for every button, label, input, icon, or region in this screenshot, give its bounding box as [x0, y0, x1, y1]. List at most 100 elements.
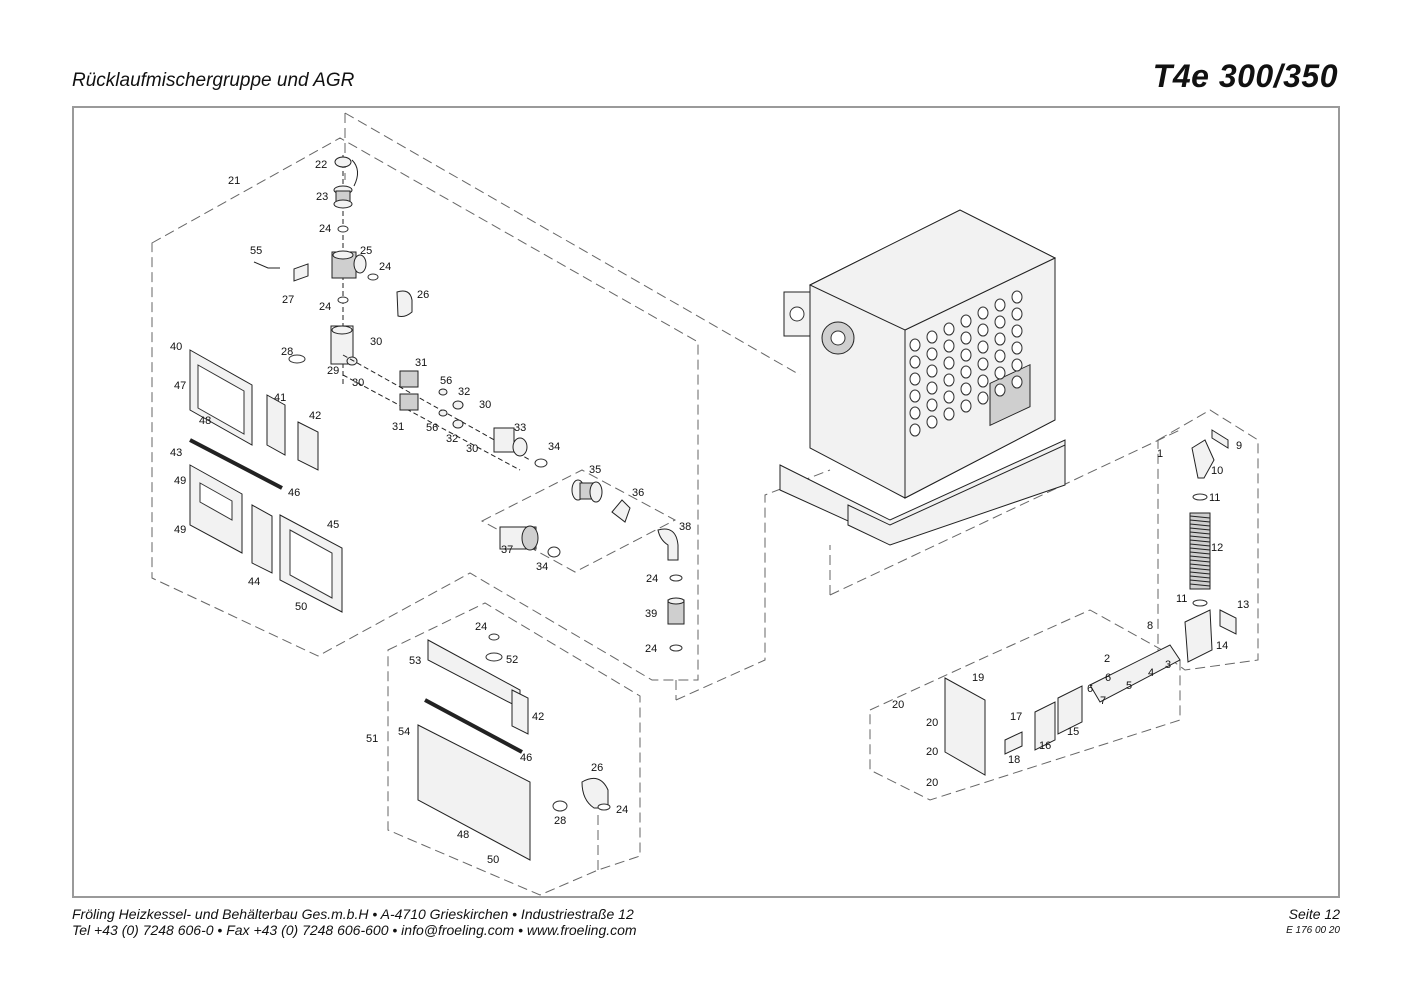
item-label: 40 — [170, 341, 182, 353]
item-label: 30 — [479, 399, 491, 411]
boiler-hole — [943, 322, 955, 336]
item-label: 24 — [475, 621, 487, 633]
boiler-hole — [977, 340, 989, 354]
bellows-fold — [1189, 547, 1211, 551]
boiler-hole — [994, 383, 1006, 397]
item-label: 4 — [1148, 667, 1154, 679]
item-label: 28 — [281, 346, 293, 358]
boiler-hole — [1011, 307, 1023, 321]
page-subtitle: Rücklaufmischergruppe und AGR — [72, 70, 355, 91]
boiler-hole — [960, 365, 972, 379]
item-label: 42 — [309, 410, 321, 422]
item-label: 19 — [972, 672, 984, 684]
item-label: 46 — [520, 752, 532, 764]
item-label: 49 — [174, 524, 186, 536]
item-label: 7 — [1100, 695, 1106, 707]
boiler-body — [779, 209, 1066, 546]
item-label: 34 — [536, 561, 548, 573]
item-label: 18 — [1008, 754, 1020, 766]
bellows-fold — [1189, 523, 1211, 527]
item-label: 29 — [327, 365, 339, 377]
bellows-fold — [1189, 531, 1211, 535]
item-label: 1 — [1157, 448, 1163, 460]
bellows-fold — [1189, 571, 1211, 575]
assembly-outlines — [151, 112, 1259, 896]
item-label: 20 — [926, 717, 938, 729]
item-label: 32 — [458, 386, 470, 398]
item-label: 38 — [679, 521, 691, 533]
item-label: 25 — [360, 245, 372, 257]
return-mixer-pipe-group — [253, 155, 685, 652]
bellows-fold — [1189, 535, 1211, 539]
item-label: 24 — [379, 261, 391, 273]
boiler-perforation — [909, 290, 1023, 437]
bellows-fold — [1189, 527, 1211, 531]
boiler-hole — [960, 314, 972, 328]
item-label: 24 — [616, 804, 628, 816]
item-label: 31 — [415, 357, 427, 369]
boiler-hole — [977, 306, 989, 320]
bellows-fold — [1189, 515, 1211, 519]
drawing-frame — [72, 106, 1340, 898]
item-label: 43 — [170, 447, 182, 459]
item-label: 55 — [250, 245, 262, 257]
item-label: 24 — [646, 573, 658, 585]
boiler-hole — [1011, 324, 1023, 338]
item-label: 30 — [352, 377, 364, 389]
bellows-fold — [1189, 575, 1211, 579]
item-label: 35 — [589, 464, 601, 476]
boiler-hole — [943, 390, 955, 404]
item-label: 17 — [1010, 711, 1022, 723]
item-label: 34 — [548, 441, 560, 453]
item-label: 13 — [1237, 599, 1249, 611]
item-label: 30 — [466, 443, 478, 455]
item-label: 31 — [392, 421, 404, 433]
item-label: 42 — [532, 711, 544, 723]
item-label: 51 — [366, 733, 378, 745]
boiler-hole — [977, 391, 989, 405]
item-label: 11 — [1176, 593, 1187, 605]
item-label: 44 — [248, 576, 260, 588]
item-label: 50 — [295, 601, 307, 613]
boiler-hole — [909, 372, 921, 386]
bellows-fold — [1189, 543, 1211, 547]
item-label: 41 — [274, 392, 286, 404]
boiler-hole — [1011, 358, 1023, 372]
item-label: 5 — [1126, 680, 1132, 692]
item-label: 54 — [398, 726, 410, 738]
item-label: 37 — [501, 544, 513, 556]
item-label: 47 — [174, 380, 186, 392]
item-label: 39 — [645, 608, 657, 620]
boiler-hole — [977, 323, 989, 337]
boiler-hole — [994, 366, 1006, 380]
boiler-hole — [909, 423, 921, 437]
bellows-fold — [1189, 555, 1211, 559]
item-label: 33 — [514, 422, 526, 434]
bellows-fold — [1189, 539, 1211, 543]
page-number: Seite 12 — [1288, 906, 1340, 922]
item-label: 48 — [199, 415, 211, 427]
flue-gas-group — [944, 429, 1237, 776]
document-code: E 176 00 20 — [1286, 925, 1340, 936]
boiler-hole — [994, 315, 1006, 329]
item-label: 23 — [316, 191, 328, 203]
item-label: 26 — [417, 289, 429, 301]
boiler-hole — [1011, 375, 1023, 389]
item-label: 46 — [288, 487, 300, 499]
boiler-hole — [994, 298, 1006, 312]
boiler-hole — [994, 349, 1006, 363]
item-label: 10 — [1211, 465, 1223, 477]
item-label: 24 — [319, 301, 331, 313]
item-label: 3 — [1165, 659, 1171, 671]
item-label: 49 — [174, 475, 186, 487]
boiler-hole — [926, 415, 938, 429]
footer-company: Fröling Heizkessel- und Behälterbau Ges.… — [72, 906, 634, 922]
boiler-hole — [960, 348, 972, 362]
boiler-hole — [960, 382, 972, 396]
boiler-hole — [926, 381, 938, 395]
item-label: 56 — [440, 375, 452, 387]
item-label: 24 — [319, 223, 331, 235]
cover-panels-left — [189, 349, 343, 613]
item-label: 28 — [554, 815, 566, 827]
